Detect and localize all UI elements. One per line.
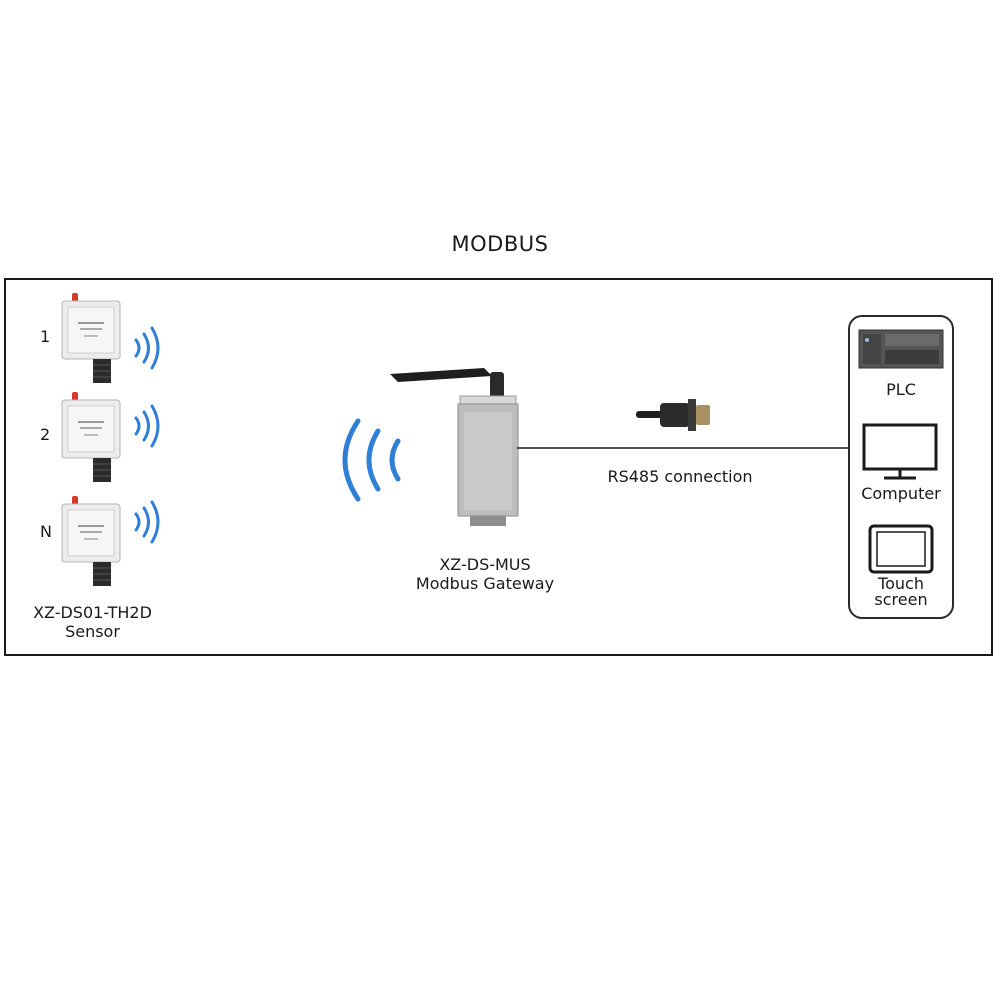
touch-screen-label: Touch screen [850,576,952,608]
computer-label: Computer [861,484,941,503]
rs485-connection-line [517,447,850,449]
touch-screen-text-line2: screen [874,590,928,609]
sensor-label: XZ-DS01-TH2D Sensor [10,603,175,641]
diagram-title: MODBUS [451,232,549,256]
gateway-label: XZ-DS-MUS Modbus Gateway [395,555,575,593]
connection-label: RS485 connection [607,467,753,486]
wireless-waves-icon [134,404,160,448]
gateway-device [390,368,519,526]
sensor-number-n: N [40,522,52,541]
touch-screen-icon [868,524,934,574]
sensor-device-1 [61,293,121,383]
sensor-type-text: Sensor [65,622,120,641]
plc-icon [858,329,944,369]
gateway-type-text: Modbus Gateway [415,574,555,593]
host-devices-panel [848,315,954,619]
sensor-number-1: 1 [40,327,51,346]
sensor-device-n [61,496,121,586]
plc-label: PLC [886,380,916,399]
wireless-waves-icon [134,326,160,370]
touch-screen-text-line1: Touch [878,574,924,593]
wireless-waves-icon [134,500,160,544]
gateway-wireless-waves-icon [342,418,401,502]
computer-monitor-icon [862,423,938,480]
sensor-model-text: XZ-DS01-TH2D [33,603,152,622]
gateway-model-text: XZ-DS-MUS [439,555,531,574]
diagram-frame [4,278,993,656]
db9-connector-icon [636,399,710,431]
sensor-number-2: 2 [40,425,51,444]
sensor-device-2 [61,392,121,482]
